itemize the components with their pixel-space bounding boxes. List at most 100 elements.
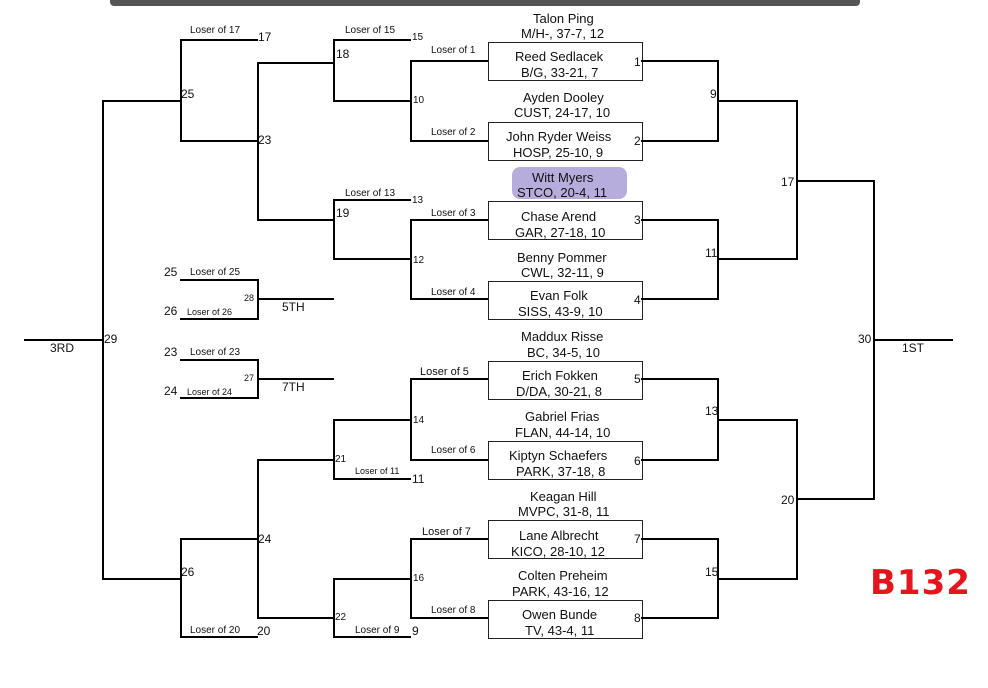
- bout-number: 5: [634, 372, 641, 386]
- match-box-7[interactable]: [488, 520, 643, 559]
- seed-ref: 25: [164, 265, 178, 279]
- wrestler-name: Ayden Dooley: [523, 90, 604, 105]
- bracket-line: [257, 298, 334, 300]
- bracket-line: [410, 538, 488, 540]
- bracket-line: [180, 140, 258, 142]
- loser-label: Loser of 4: [431, 287, 476, 298]
- bout-number: 24: [258, 532, 272, 546]
- bout-number: 3: [634, 213, 641, 227]
- wrestler-record: STCO, 20-4, 11: [517, 185, 608, 200]
- bout-number: 20: [781, 493, 795, 507]
- bracket-line: [410, 538, 412, 619]
- bracket-line: [180, 359, 258, 361]
- bracket-line: [410, 219, 412, 300]
- loser-label: Loser of 6: [431, 445, 476, 456]
- bracket-line: [180, 397, 258, 399]
- bracket-line: [257, 459, 259, 619]
- wrestler-record: D/DA, 30-21, 8: [516, 384, 602, 399]
- match-box-1[interactable]: [488, 42, 643, 81]
- bracket-line: [410, 140, 488, 142]
- wrestler-name: Gabriel Frias: [525, 409, 600, 424]
- bracket-line: [797, 180, 875, 182]
- bracket-line: [333, 578, 335, 638]
- highlight-marker: [512, 167, 627, 199]
- bracket-line: [180, 39, 258, 41]
- loser-label: Loser of 24: [187, 387, 233, 397]
- bracket-line: [641, 298, 719, 300]
- bracket-line: [719, 258, 797, 260]
- loser-label: Loser of 5: [420, 366, 469, 378]
- bracket-line: [180, 636, 258, 638]
- bout-number: 15: [705, 565, 719, 579]
- wrestler-record: CWL, 32-11, 9: [521, 265, 604, 280]
- bout-number: 12: [413, 255, 425, 266]
- bracket-line: [719, 100, 797, 102]
- bracket-line: [333, 39, 335, 102]
- match-box-4[interactable]: [488, 281, 643, 320]
- bout-number: 21: [335, 454, 347, 465]
- bracket-line: [102, 578, 181, 580]
- bracket-line: [641, 219, 719, 221]
- bout-number: 18: [336, 47, 350, 61]
- bracket-line: [333, 636, 411, 638]
- match-box-8[interactable]: [488, 600, 643, 639]
- wrestler-name: John Ryder Weiss: [506, 129, 612, 144]
- wrestler-name: Lane Albrecht: [519, 528, 599, 543]
- seed-ref: 15: [412, 32, 424, 43]
- match-box-6[interactable]: [488, 441, 643, 480]
- seed-ref: 13: [412, 195, 424, 206]
- loser-label: Loser of 20: [190, 625, 241, 636]
- wrestler-name: Witt Myers: [532, 170, 594, 185]
- loser-label: Loser of 17: [190, 25, 241, 36]
- seed-ref: 17: [258, 30, 272, 44]
- bout-number: 28: [244, 293, 255, 303]
- wrestler-record: GAR, 27-18, 10: [515, 225, 606, 240]
- bracket-line: [410, 298, 488, 300]
- wrestler-record: TV, 43-4, 11: [525, 623, 595, 638]
- bracket-line: [717, 538, 719, 619]
- bracket-line: [410, 60, 488, 62]
- seed-ref: 23: [164, 345, 178, 359]
- bracket-line: [873, 339, 953, 341]
- bracket-line: [641, 378, 719, 380]
- bracket-line: [257, 378, 334, 380]
- bracket-line: [410, 459, 488, 461]
- bracket-line: [180, 538, 258, 540]
- wrestler-record: MVPC, 31-8, 11: [518, 504, 610, 519]
- match-box-5[interactable]: [488, 361, 643, 400]
- wrestler-record: KICO, 28-10, 12: [511, 544, 605, 559]
- bracket-line: [333, 199, 411, 201]
- bracket-line: [717, 378, 719, 461]
- seed-ref: 24: [164, 384, 178, 398]
- bout-number: 19: [336, 206, 350, 220]
- bout-number: 1: [634, 55, 641, 69]
- bracket-line: [641, 617, 719, 619]
- wrestler-name: Chase Arend: [521, 209, 597, 224]
- loser-label: Loser of 7: [422, 526, 471, 538]
- bracket-line: [333, 478, 411, 480]
- wrestler-name: Evan Folk: [530, 288, 588, 303]
- bracket-line: [717, 219, 719, 300]
- bracket-id: B132: [870, 563, 971, 603]
- loser-label: Loser of 13: [345, 188, 396, 199]
- bracket-line: [641, 459, 719, 461]
- bracket-line: [180, 39, 182, 142]
- wrestler-name: Reed Sedlacek: [515, 49, 604, 64]
- bout-number: 2: [634, 134, 641, 148]
- bracket-line: [180, 318, 258, 320]
- bout-number: 17: [781, 175, 795, 189]
- bout-number: 10: [413, 95, 425, 106]
- match-box-2[interactable]: [488, 122, 643, 161]
- wrestler-name: Colten Preheim: [518, 568, 608, 583]
- bracket-line: [257, 219, 334, 221]
- bracket-line: [257, 62, 259, 221]
- match-box-3[interactable]: [488, 201, 643, 240]
- bracket-line: [719, 578, 797, 580]
- bout-number: 8: [634, 611, 641, 625]
- bracket-line: [641, 140, 719, 142]
- loser-label: Loser of 15: [345, 25, 396, 36]
- loser-label: Loser of 2: [431, 127, 476, 138]
- bout-number: 7: [634, 532, 641, 546]
- wrestler-name: Kiptyn Schaefers: [509, 448, 608, 463]
- seed-ref: 20: [257, 624, 271, 638]
